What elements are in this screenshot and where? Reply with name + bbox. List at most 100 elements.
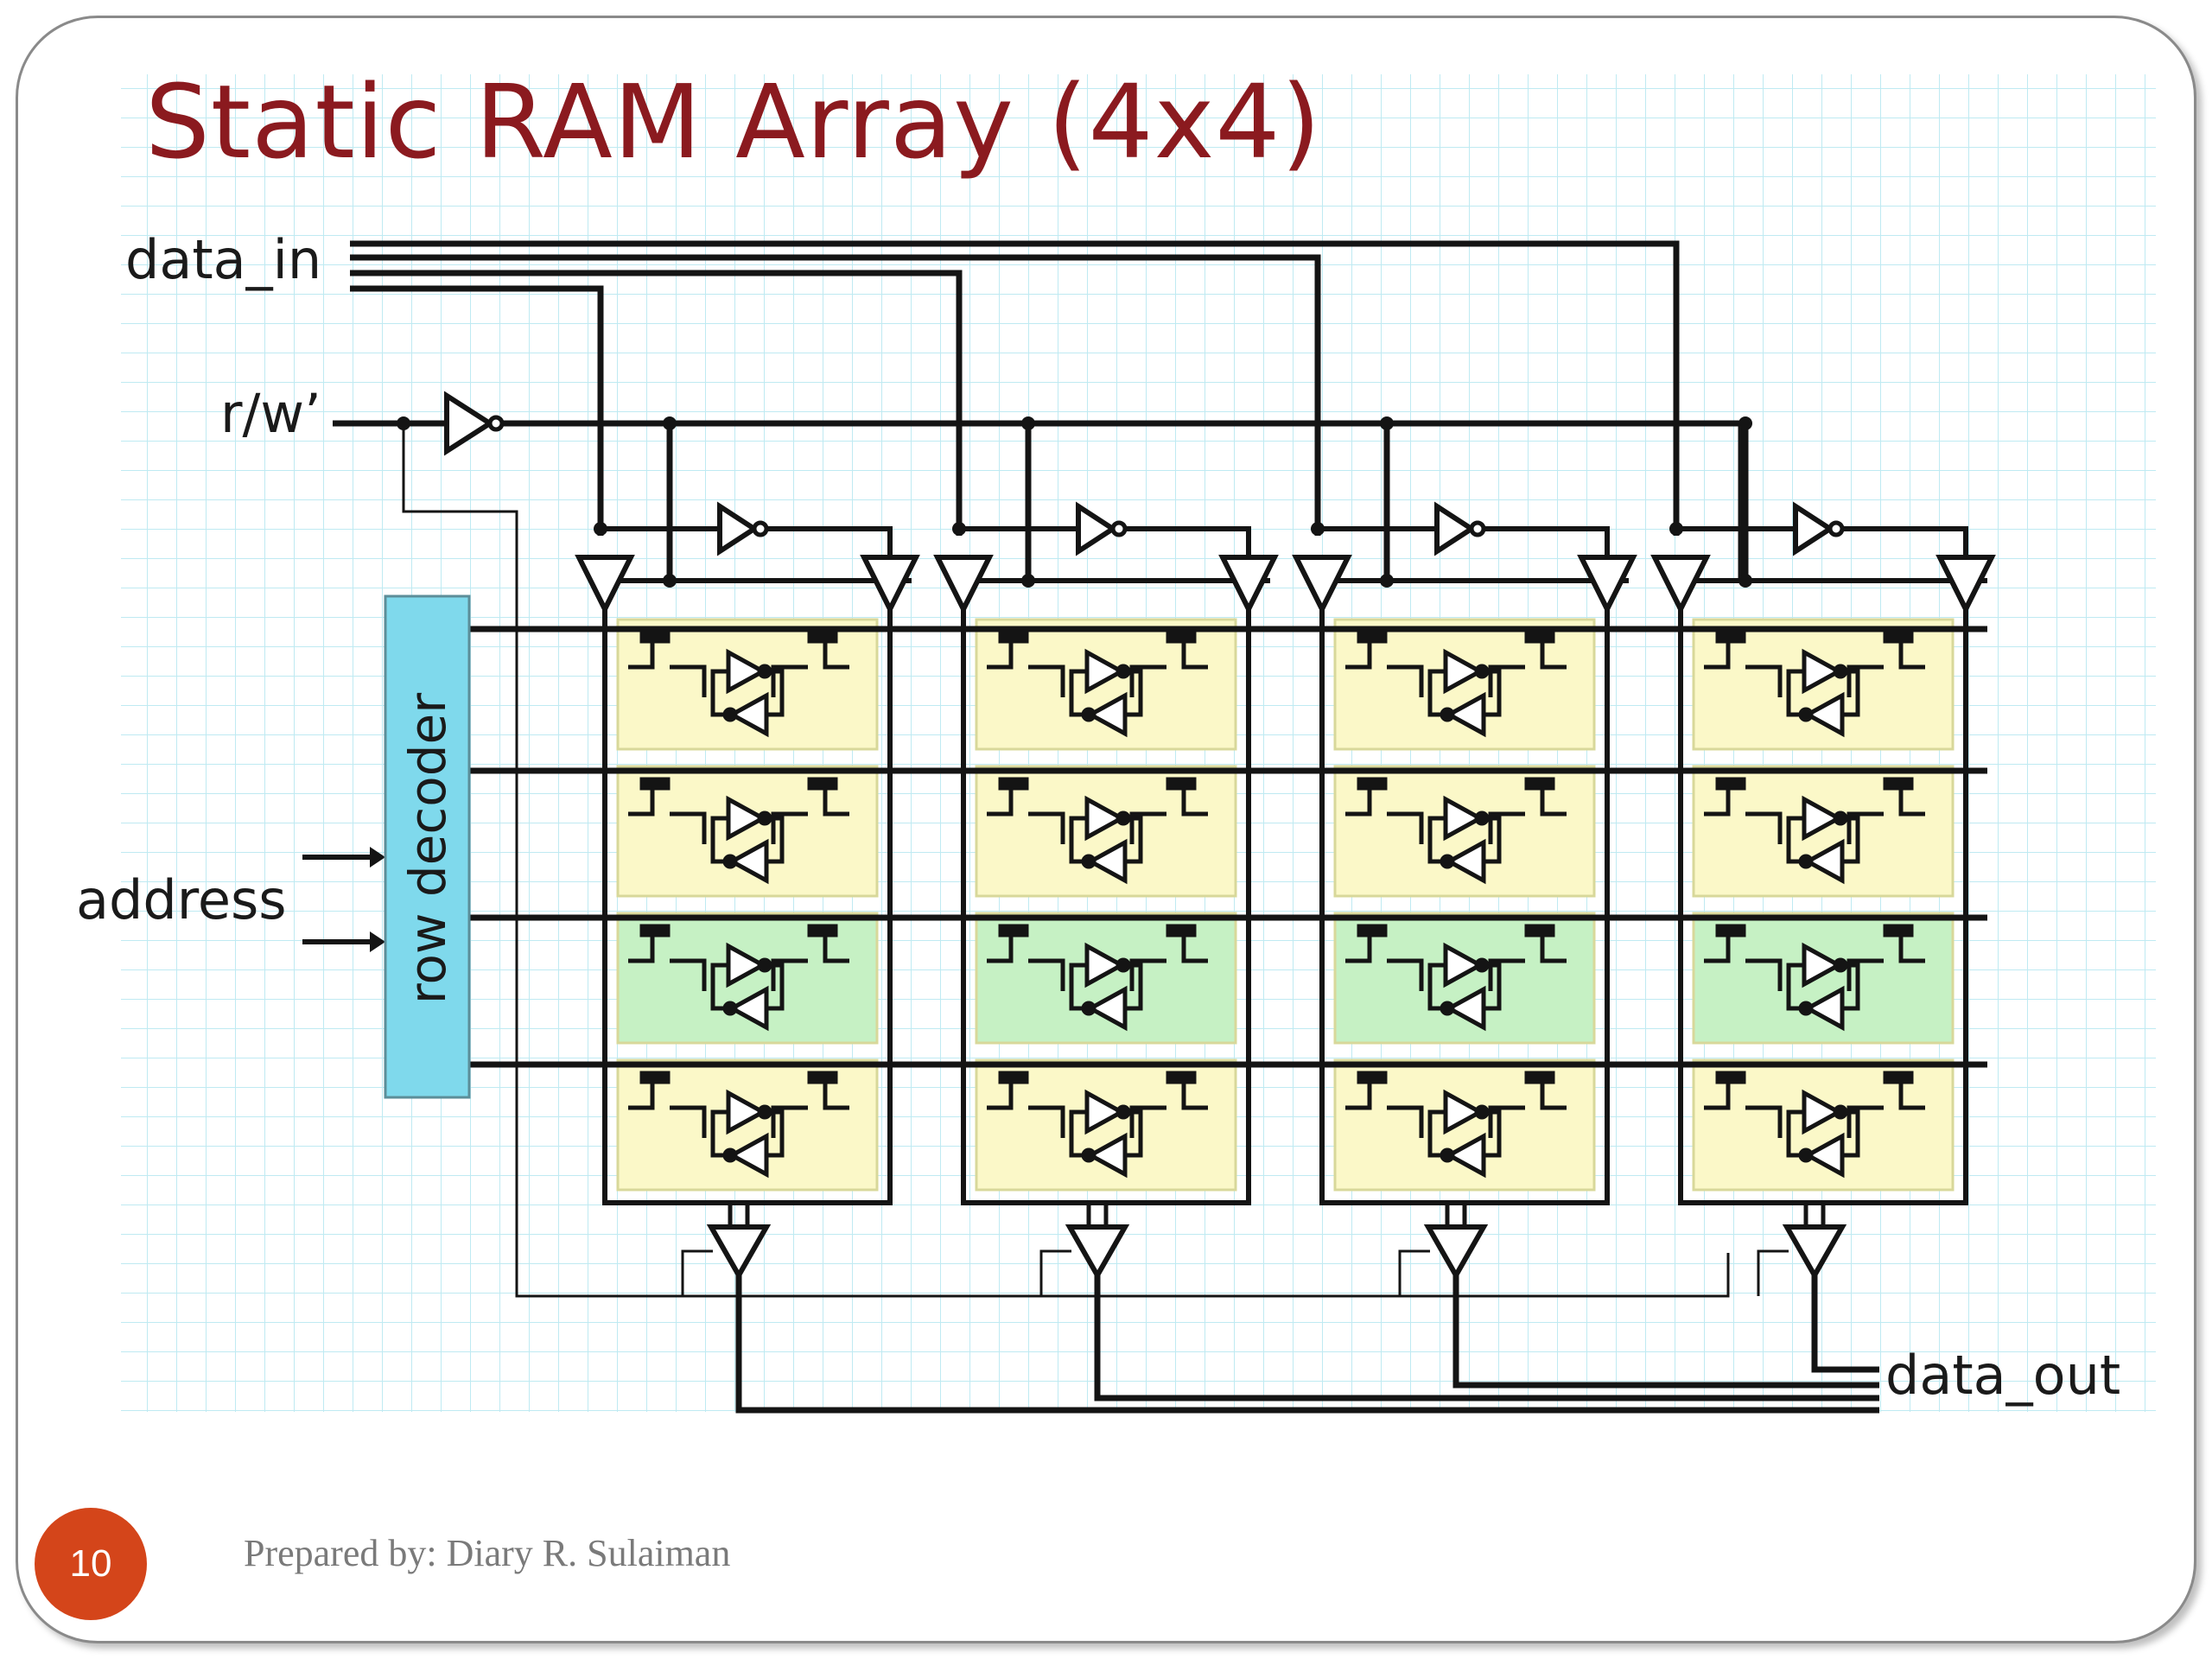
address-label: address	[76, 868, 287, 931]
latch-wire-right	[1847, 958, 1884, 991]
row-decoder-label: row decoder	[398, 693, 457, 1004]
footer-credit: Prepared by: Diary R. Sulaiman	[244, 1532, 731, 1574]
latch-node	[1833, 664, 1848, 679]
din-node	[594, 522, 607, 536]
latch-node	[722, 1001, 738, 1016]
latch-wire-left	[670, 958, 707, 991]
latch-node	[1833, 1104, 1848, 1120]
latch-node	[1440, 707, 1455, 722]
devices-layer	[370, 391, 1996, 1281]
latch-feedback-left	[1427, 816, 1449, 864]
transistor-gate	[1357, 1071, 1388, 1084]
latch-wire-right	[1847, 1105, 1884, 1138]
sense-enable	[1757, 1249, 1789, 1296]
wires-layer	[302, 240, 1987, 1414]
latch-feedback-right	[1122, 963, 1143, 1011]
transistor-gate	[1166, 1071, 1197, 1084]
transistor-gate	[1883, 924, 1914, 938]
data-in-line	[350, 270, 963, 536]
memory-cells-layer	[616, 618, 1955, 1192]
din-complement-line	[1124, 526, 1251, 562]
sram-latch	[1704, 1071, 1925, 1179]
arrow-head-icon	[370, 847, 385, 868]
latch-feedback-left	[1786, 963, 1808, 1011]
rw-tap-node	[1021, 574, 1035, 588]
latch-wire-right	[1129, 1105, 1166, 1138]
transistor-gate	[807, 777, 838, 791]
transistor-gate	[1524, 924, 1555, 938]
latch-node	[1474, 1104, 1490, 1120]
latch-feedback-left	[710, 1109, 732, 1158]
bitline-driver-right	[1936, 555, 1996, 615]
rw-inverter-bubble	[487, 415, 505, 432]
latch-wire-right	[1488, 664, 1525, 697]
transistor-gate	[1715, 630, 1746, 644]
data-in-label: data_in	[125, 228, 321, 291]
latch-wire-left	[1028, 664, 1065, 697]
latch-wire-left	[1745, 1105, 1783, 1138]
transistor-gate	[998, 777, 1029, 791]
latch-wire-left	[1745, 811, 1783, 844]
latch-node	[1081, 707, 1096, 722]
transistor-gate	[1166, 777, 1197, 791]
latch-node	[1798, 707, 1814, 722]
transistor-gate	[1357, 924, 1388, 938]
bitline-driver-left	[1650, 555, 1711, 615]
transistor-gate	[639, 630, 671, 644]
latch-node	[1116, 957, 1131, 973]
sram-latch	[1345, 924, 1567, 1032]
latch-node	[757, 957, 772, 973]
latch-node	[1081, 1147, 1096, 1163]
latch-wire-left	[670, 1105, 707, 1138]
latch-feedback-left	[1427, 963, 1449, 1011]
latch-node	[1474, 957, 1490, 973]
latch-node	[1440, 1001, 1455, 1016]
transistor-gate	[1524, 630, 1555, 644]
rw-tap-node	[1738, 574, 1752, 588]
latch-wire-right	[1488, 811, 1525, 844]
latch-feedback-left	[1786, 816, 1808, 864]
latch-wire-left	[1387, 1105, 1424, 1138]
latch-feedback-right	[1839, 816, 1860, 864]
transistor-gate	[807, 630, 838, 644]
latch-feedback-right	[1480, 1109, 1502, 1158]
transistor-gate	[807, 1071, 838, 1084]
sense-enable	[1039, 1249, 1071, 1296]
din-node	[1311, 522, 1325, 536]
latch-feedback-left	[1786, 669, 1808, 717]
rw-tap	[1738, 416, 1752, 430]
latch-node	[722, 707, 738, 722]
latch-feedback-right	[763, 963, 785, 1011]
page-number-badge: 10	[35, 1508, 147, 1620]
latch-wire-left	[1387, 958, 1424, 991]
din-complement-line	[1483, 526, 1610, 562]
latch-feedback-left	[1069, 963, 1090, 1011]
rw-enable-line	[402, 423, 1730, 1298]
latch-wire-right	[1129, 958, 1166, 991]
latch-wire-left	[1745, 958, 1783, 991]
transistor-gate	[1715, 1071, 1746, 1084]
latch-wire-right	[1847, 811, 1884, 844]
transistor-gate	[1883, 630, 1914, 644]
sram-latch	[1704, 777, 1925, 885]
latch-feedback-right	[1122, 1109, 1143, 1158]
bitline-driver-left	[933, 555, 994, 615]
transistor-gate	[1715, 924, 1746, 938]
latch-node	[722, 854, 738, 869]
din-complement-line	[766, 526, 893, 562]
slide-title: Static RAM Array (4x4)	[145, 62, 1322, 181]
latch-feedback-right	[1480, 963, 1502, 1011]
latch-feedback-right	[1480, 669, 1502, 717]
latch-feedback-right	[1839, 963, 1860, 1011]
latch-wire-right	[1847, 664, 1884, 697]
transistor-gate	[639, 777, 671, 791]
transistor-gate	[639, 924, 671, 938]
latch-node	[1798, 1147, 1814, 1163]
latch-node	[1116, 1104, 1131, 1120]
data-in-line	[350, 285, 604, 536]
sense-enable	[681, 1249, 713, 1296]
sram-latch	[628, 1071, 849, 1179]
latch-wire-left	[1028, 958, 1065, 991]
latch-node	[1440, 1147, 1455, 1163]
